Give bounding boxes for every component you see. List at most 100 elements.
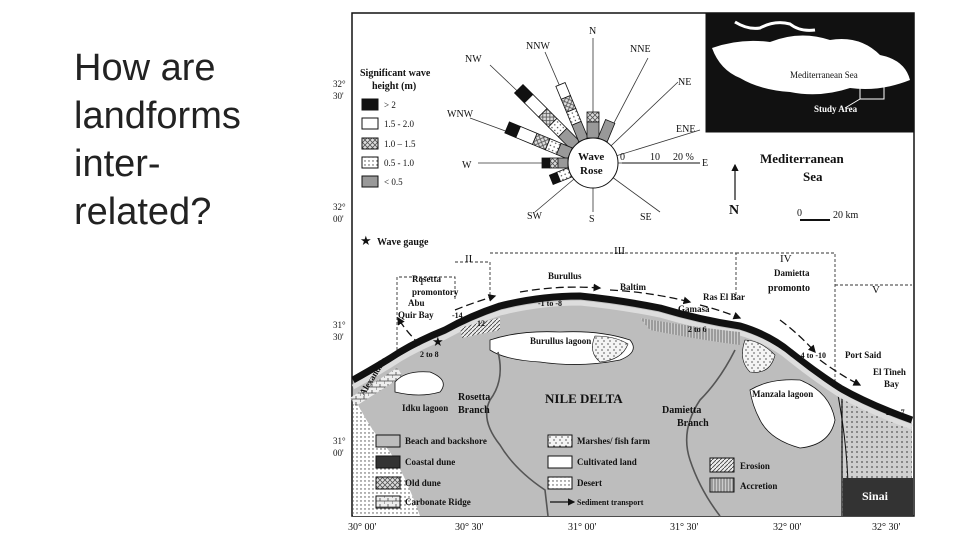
- manzala-lagoon: [749, 379, 836, 449]
- nile-delta-map-figure: 32°30' 32°00' 31°30' 31°00' 30° 00' 30° …: [330, 0, 920, 540]
- lon-label: 31° 30': [670, 522, 698, 533]
- wave-gauge-label: Wave gauge: [377, 237, 429, 248]
- sector-label: III: [614, 245, 625, 257]
- rate-label: -1 to -8: [538, 299, 562, 308]
- rose-direction: NNW: [526, 41, 550, 52]
- rate-label: 2 to 7: [886, 408, 905, 417]
- place-label: Rosetta: [412, 274, 441, 284]
- land-areas: Sinai: [350, 292, 914, 517]
- lat-label: 32°00': [333, 202, 346, 224]
- place-label: Quir Bay: [398, 310, 434, 320]
- lat-label: 32°30': [333, 79, 346, 101]
- scale-label: 0: [797, 208, 802, 219]
- rose-direction: SW: [527, 211, 543, 222]
- scale-bar: 0 20 km: [797, 208, 859, 221]
- rose-center-label: Rose: [580, 165, 603, 177]
- title-line: inter-: [74, 143, 161, 185]
- coastal-dune-band: [351, 292, 914, 424]
- landform-legend-item: Cultivated land: [577, 457, 637, 467]
- legend-title: height (m): [372, 81, 416, 92]
- lat-label: 31°30': [333, 320, 346, 342]
- landform-legend: Beach and backshore Coastal dune Old dun…: [375, 434, 777, 509]
- landform-legend-item: Old dune: [405, 478, 441, 488]
- inset-sea-label: Mediterranean Sea: [790, 70, 858, 80]
- rosetta-branch: [485, 351, 549, 517]
- wave-gauge-legend: ★ Wave gauge: [360, 233, 429, 248]
- rose-direction: NNE: [630, 44, 651, 55]
- rose-scale-label: 20 %: [673, 152, 694, 163]
- map-svg: 32°30' 32°00' 31°30' 31°00' 30° 00' 30° …: [333, 12, 915, 533]
- sector-boxes: [396, 252, 912, 390]
- title-line: How are: [74, 47, 216, 89]
- rose-direction: NE: [678, 77, 691, 88]
- legend-item: < 0.5: [384, 177, 403, 187]
- rose-center-label: Wave: [578, 151, 604, 163]
- rose-direction: NW: [465, 54, 482, 65]
- place-label: Branch: [677, 418, 709, 429]
- star-icon: ★: [360, 233, 372, 248]
- place-label: promonto: [768, 283, 810, 294]
- scale-label: 20 km: [833, 210, 859, 221]
- rose-direction: SE: [640, 212, 652, 223]
- damietta-branch: [685, 349, 736, 517]
- place-label: Burullus lagoon: [530, 336, 591, 346]
- rate-label: 12: [477, 319, 485, 328]
- sediment-transport-arrows: [397, 283, 862, 386]
- place-label: Idku lagoon: [402, 403, 448, 413]
- longitude-labels: 30° 00' 30° 30' 31° 00' 31° 30' 32° 00' …: [348, 522, 900, 533]
- latitude-labels: 32°30' 32°00' 31°30' 31°00': [333, 79, 346, 458]
- title-line: landforms: [74, 95, 241, 137]
- place-label: Port Said: [845, 350, 881, 360]
- rate-label: -14: [452, 311, 463, 320]
- rose-direction: W: [462, 160, 472, 171]
- landform-legend-item: Erosion: [740, 461, 770, 471]
- sector-label: II: [465, 253, 473, 265]
- sinai-label: Sinai: [862, 489, 889, 503]
- rose-direction: ENE: [676, 124, 695, 135]
- place-label: Baltim: [620, 282, 647, 292]
- rose-petals: [504, 82, 616, 186]
- place-label: Abu: [408, 298, 425, 308]
- inset-map: Mediterranean Sea Study Area: [705, 13, 914, 133]
- place-label: promontory: [412, 287, 459, 297]
- place-label: Burullus: [548, 271, 582, 281]
- landform-legend-item: Desert: [577, 478, 602, 488]
- place-label: Branch: [458, 405, 490, 416]
- legend-item: 0.5 - 1.0: [384, 158, 414, 168]
- place-label: Manzala lagoon: [752, 389, 813, 399]
- place-label: NILE DELTA: [545, 391, 623, 406]
- rose-scale: 0 10 20 %: [620, 152, 700, 164]
- rate-label: 2 to 8: [420, 350, 439, 359]
- landform-legend-item: Accretion: [740, 481, 777, 491]
- place-label: Damietta: [662, 405, 701, 416]
- place-label: Damietta: [774, 268, 810, 278]
- place-label: Gamasa: [678, 304, 710, 314]
- landform-legend-item: Coastal dune: [405, 457, 455, 467]
- place-label: Ras El Bar: [703, 292, 745, 302]
- rate-label: 2 to 6: [688, 325, 707, 334]
- wave-height-legend: Significant wave height (m) > 2 1.5 - 2.…: [360, 68, 431, 188]
- north-arrow: N: [729, 163, 739, 218]
- lon-label: 30° 30': [455, 522, 483, 533]
- sector-label: IV: [780, 253, 792, 265]
- landform-legend-item: Marshes/ fish farm: [577, 436, 650, 446]
- legend-item: 1.5 - 2.0: [384, 119, 414, 129]
- place-label: Rosetta: [458, 392, 490, 403]
- rose-direction: S: [589, 214, 595, 225]
- rose-scale-label: 0: [620, 152, 625, 163]
- sea-label: Sea: [803, 169, 823, 184]
- beach-band: [351, 300, 913, 430]
- lon-label: 32° 30': [872, 522, 900, 533]
- rose-scale-label: 10: [650, 152, 660, 163]
- rate-label: -4 to -10: [798, 351, 826, 360]
- legend-item: 1.0 – 1.5: [384, 139, 416, 149]
- title-line: related?: [74, 191, 212, 233]
- lon-label: 31° 00': [568, 522, 596, 533]
- sea-label: Mediterranean: [760, 151, 845, 166]
- rose-direction: WNW: [447, 109, 474, 120]
- star-icon: ★: [432, 334, 444, 349]
- rose-direction: E: [702, 158, 708, 169]
- landform-legend-item: Carbonate Ridge: [405, 497, 471, 507]
- slide-title: How are landforms inter- related?: [74, 44, 324, 236]
- idku-lagoon: [394, 371, 444, 396]
